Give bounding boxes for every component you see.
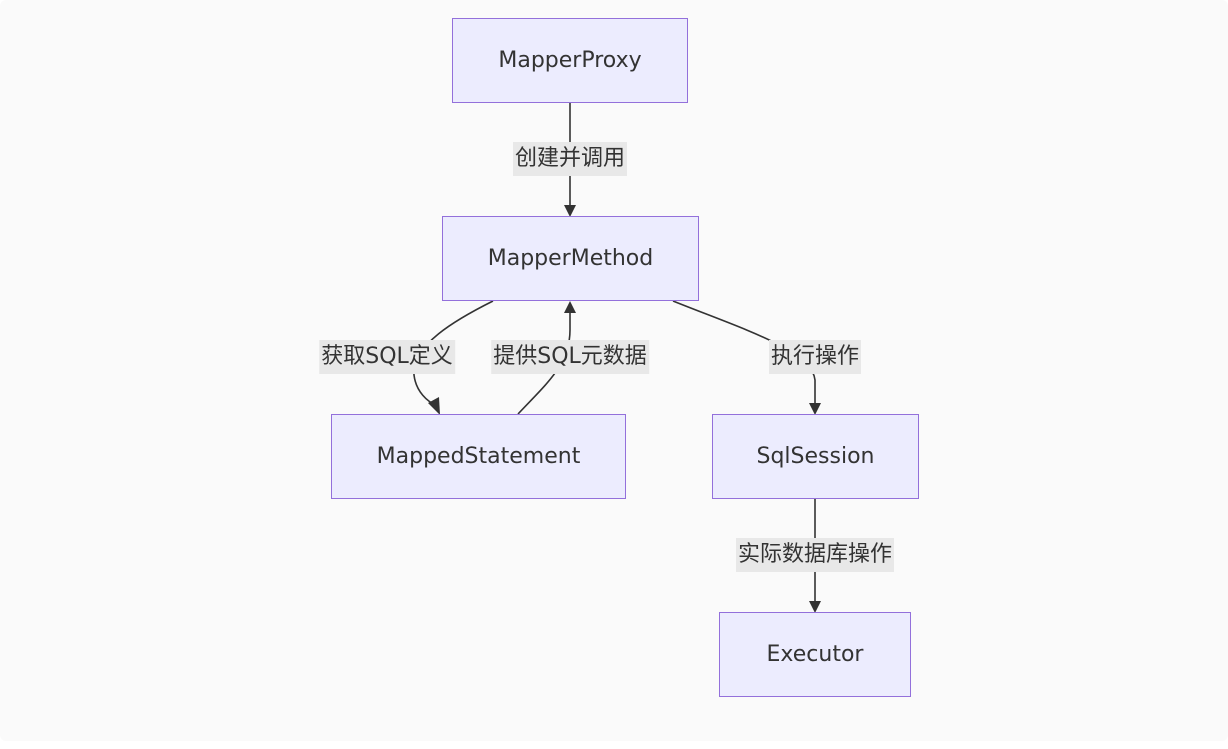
arrowhead-method-to-statement <box>428 397 440 415</box>
arrowhead-method-to-session <box>809 403 821 415</box>
node-mapper-method: MapperMethod <box>442 216 699 301</box>
node-executor: Executor <box>719 612 911 697</box>
node-mapper-method-label: MapperMethod <box>487 246 654 271</box>
edge-label-method-to-statement: 获取SQL定义 <box>319 340 455 374</box>
arrowhead-proxy-to-method <box>564 205 576 217</box>
arrowhead-statement-to-method <box>564 301 576 313</box>
node-executor-label: Executor <box>766 642 864 667</box>
edge-label-method-to-session: 执行操作 <box>768 340 862 374</box>
node-sql-session-label: SqlSession <box>756 444 875 469</box>
edge-label-proxy-to-method: 创建并调用 <box>512 142 628 176</box>
edge-label-statement-to-method: 提供SQL元数据 <box>491 340 649 374</box>
node-mapper-proxy-label: MapperProxy <box>498 48 642 73</box>
edge-label-session-to-executor: 实际数据库操作 <box>735 538 895 572</box>
node-mapped-statement-label: MappedStatement <box>376 444 581 469</box>
node-mapper-proxy: MapperProxy <box>452 18 688 103</box>
node-sql-session: SqlSession <box>712 414 919 499</box>
node-mapped-statement: MappedStatement <box>331 414 626 499</box>
arrowhead-session-to-executor <box>809 601 821 613</box>
